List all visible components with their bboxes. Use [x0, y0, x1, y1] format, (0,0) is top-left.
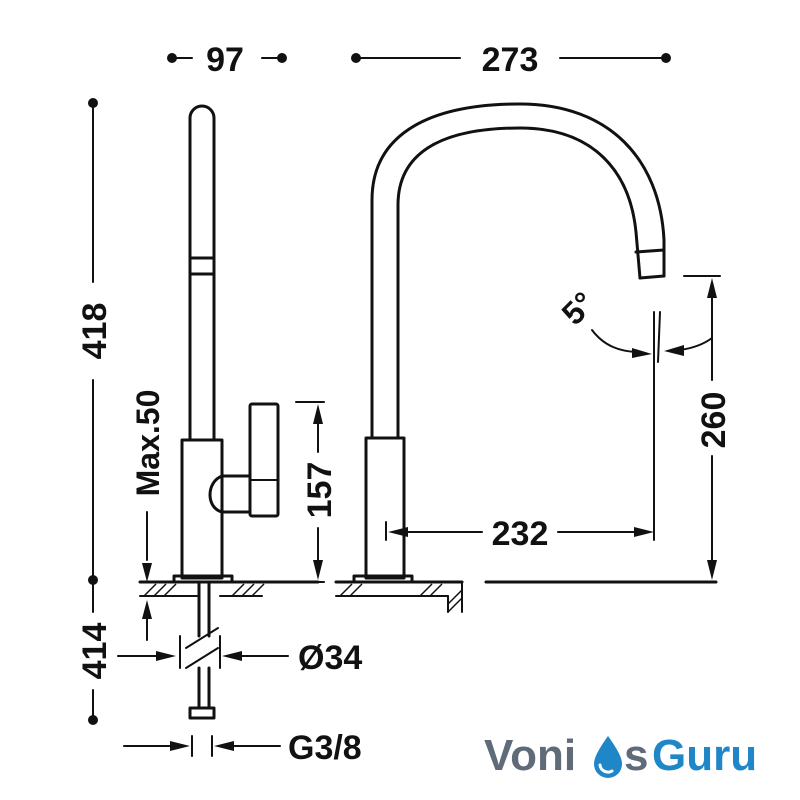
counter-hatch-right: [339, 583, 463, 613]
faucet-front-view: [352, 102, 666, 584]
dim-label-418: 418: [76, 303, 114, 360]
water-drop-icon: [594, 736, 622, 778]
logo-text-2: s: [624, 731, 648, 780]
dim-thread: G3/8: [123, 729, 362, 767]
counter-hatch-left: [143, 583, 265, 597]
dim-endpoint: [277, 53, 287, 63]
dim-414: 414: [76, 579, 114, 725]
dim-273: 273: [351, 41, 671, 79]
dim-label-260: 260: [695, 392, 733, 449]
logo-text-1: Voni: [484, 731, 576, 780]
dim-label-diameter: Ø34: [298, 639, 362, 677]
lever: [208, 402, 280, 518]
dim-label-angle: 5°: [555, 285, 602, 332]
faucet-side-view: [172, 104, 280, 720]
dim-157: 157: [269, 401, 339, 583]
supply-pipe: [179, 580, 221, 720]
dim-label-max50: Max.50: [130, 390, 166, 497]
spout-ring: [188, 256, 216, 276]
dim-label-thread: G3/8: [288, 729, 362, 767]
brand-logo: Voni s Guru: [484, 731, 757, 780]
dim-232: 232: [385, 515, 654, 553]
logo-text-3: Guru: [652, 731, 757, 780]
dim-max50: Max.50: [130, 390, 166, 641]
dim-97: 97: [167, 41, 287, 79]
counter: [138, 580, 718, 613]
dim-label-273: 273: [482, 41, 539, 79]
dim-label-414: 414: [76, 623, 114, 680]
dim-418: 418: [76, 98, 114, 585]
dim-label-232: 232: [492, 515, 549, 553]
dim-label-157: 157: [301, 462, 339, 519]
dim-diameter: Ø34: [117, 639, 362, 677]
dim-label-97: 97: [206, 41, 244, 79]
dim-260: 260: [683, 275, 733, 580]
dim-angle: 5°: [555, 285, 713, 541]
